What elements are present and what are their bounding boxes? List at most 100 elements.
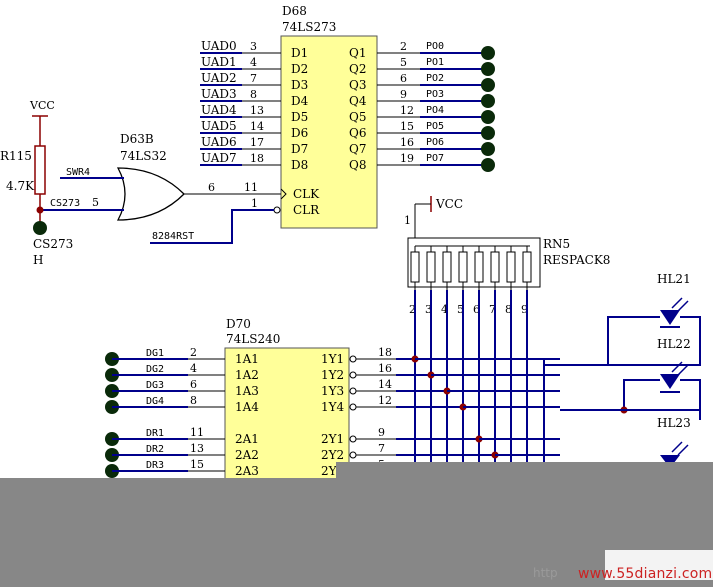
cs273-terminal <box>33 221 47 235</box>
d70-output-bubble <box>349 355 357 363</box>
d68-input-net: UAD0 <box>201 39 237 53</box>
d68-output-terminal <box>481 158 495 172</box>
swr4-net-label: SWR4 <box>66 167 90 178</box>
d68-output-terminal <box>481 110 495 124</box>
d68-clr-pin: 1 <box>251 197 258 210</box>
rn5-pin-label: 4 <box>441 303 448 316</box>
d70-output-bubble <box>349 403 357 411</box>
d70-output-pin: 14 <box>378 378 392 391</box>
d70-input-pin: 6 <box>190 378 197 391</box>
rn5-resistor <box>426 251 436 283</box>
d68-input-net: UAD7 <box>201 151 237 165</box>
d70-output-pin: 12 <box>378 394 392 407</box>
d68-output-pin: 19 <box>400 152 414 165</box>
r115-vcc-label: VCC <box>29 99 55 112</box>
rn5-part: RESPACK8 <box>543 253 610 267</box>
d70-input-pin: 2 <box>190 346 197 359</box>
d68-output-terminal <box>481 78 495 92</box>
d70-input-pin: 4 <box>190 362 197 375</box>
d68-output-pin: 9 <box>400 88 407 101</box>
d68-input-name: D3 <box>291 78 308 92</box>
d70-output-name: 1Y1 <box>321 352 344 366</box>
d68-output-pin: 16 <box>400 136 414 149</box>
d68-clk-pin: 11 <box>244 181 258 194</box>
rn5-resistor <box>458 251 468 283</box>
d70-input-name: 1A1 <box>235 352 259 366</box>
or-gate-symbol <box>116 167 185 221</box>
footer-notch <box>336 462 713 479</box>
d70-output-name: 1Y4 <box>321 400 345 414</box>
footer-band <box>0 478 713 587</box>
rn5-pin-label: 3 <box>425 303 432 316</box>
d68-output-name: Q2 <box>349 62 366 76</box>
d68-output-name: Q3 <box>349 78 366 92</box>
d68-clk-marker <box>280 188 287 200</box>
d70-input-pin: 11 <box>190 426 204 439</box>
d70-input-pin: 15 <box>190 458 204 471</box>
d70-input-name: 1A2 <box>235 368 259 382</box>
d70-output-name: 2Y <box>321 464 338 478</box>
cs273-junction <box>36 206 44 214</box>
d68-output-net: PO6 <box>426 137 444 148</box>
d68-input-name: D4 <box>291 94 309 108</box>
d68-output-terminal <box>481 62 495 76</box>
d70-output-name: 2Y1 <box>321 432 344 446</box>
led-hl21-label: HL21 <box>657 272 691 286</box>
d68-clr-name: CLR <box>293 203 320 217</box>
d68-input-pin: 17 <box>250 136 264 149</box>
d70-input-net: DG2 <box>146 364 164 375</box>
d68-input-name: D6 <box>291 126 308 140</box>
d68-ref: D68 <box>282 4 307 18</box>
d68-input-net: UAD1 <box>201 55 237 69</box>
d70-input-pin: 13 <box>190 442 204 455</box>
led-hl21-symbol <box>660 297 689 328</box>
d70-input-net: DG3 <box>146 380 164 391</box>
d68-input-pin: 7 <box>250 72 257 85</box>
r115-ref: R115 <box>0 149 32 163</box>
r115-value: 4.7K <box>6 179 35 193</box>
rn5-pin-label: 2 <box>409 303 416 316</box>
rn5-resistor <box>442 251 452 283</box>
or-gate-out-pin: 6 <box>208 181 215 194</box>
d70-output-pin: 9 <box>378 426 385 439</box>
cs273-term-level: H <box>33 253 43 267</box>
d68-input-net: UAD6 <box>201 135 237 149</box>
d68-input-net: UAD2 <box>201 71 237 85</box>
d68-input-name: D2 <box>291 62 308 76</box>
d70-output-pin: 18 <box>378 346 392 359</box>
d68-output-net: PO1 <box>426 57 444 68</box>
rn5-pin-label: 6 <box>473 303 480 316</box>
d68-output-pin: 15 <box>400 120 414 133</box>
rn5-common-pin: 1 <box>404 214 411 227</box>
rst-wire <box>150 209 274 244</box>
d68-output-terminal <box>481 142 495 156</box>
watermark-text[interactable]: www.55dianzi.com <box>578 566 713 582</box>
d68-clk-name: CLK <box>293 187 320 201</box>
d68-output-pin: 2 <box>400 40 407 53</box>
d70-output-name: 1Y3 <box>321 384 344 398</box>
d70-input-net: DR2 <box>146 444 164 455</box>
d68-input-net: UAD3 <box>201 87 237 101</box>
d70-output-pin: 7 <box>378 442 385 455</box>
cs273-term-label: CS273 <box>33 237 73 251</box>
d70-ref: D70 <box>226 317 251 331</box>
d68-output-net: PO2 <box>426 73 444 84</box>
led-wire-c <box>623 379 660 410</box>
watermark-box <box>605 550 713 580</box>
d68-input-pin: 18 <box>250 152 264 165</box>
rst-net-label: 8284RST <box>152 231 194 242</box>
d68-output-name: Q6 <box>349 126 366 140</box>
led-area: HL21 HL22 HL23 <box>560 272 701 468</box>
d68-output-net: PO3 <box>426 89 444 100</box>
watermark-prefix: http <box>533 566 558 580</box>
rn5-pin-label: 8 <box>505 303 512 316</box>
d68-output-name: Q7 <box>349 142 366 156</box>
d68-output-name: Q8 <box>349 158 366 172</box>
d70-input-name: 2A2 <box>235 448 259 462</box>
d68-output-net: PO0 <box>426 41 444 52</box>
d70-output-bubble <box>349 451 357 459</box>
